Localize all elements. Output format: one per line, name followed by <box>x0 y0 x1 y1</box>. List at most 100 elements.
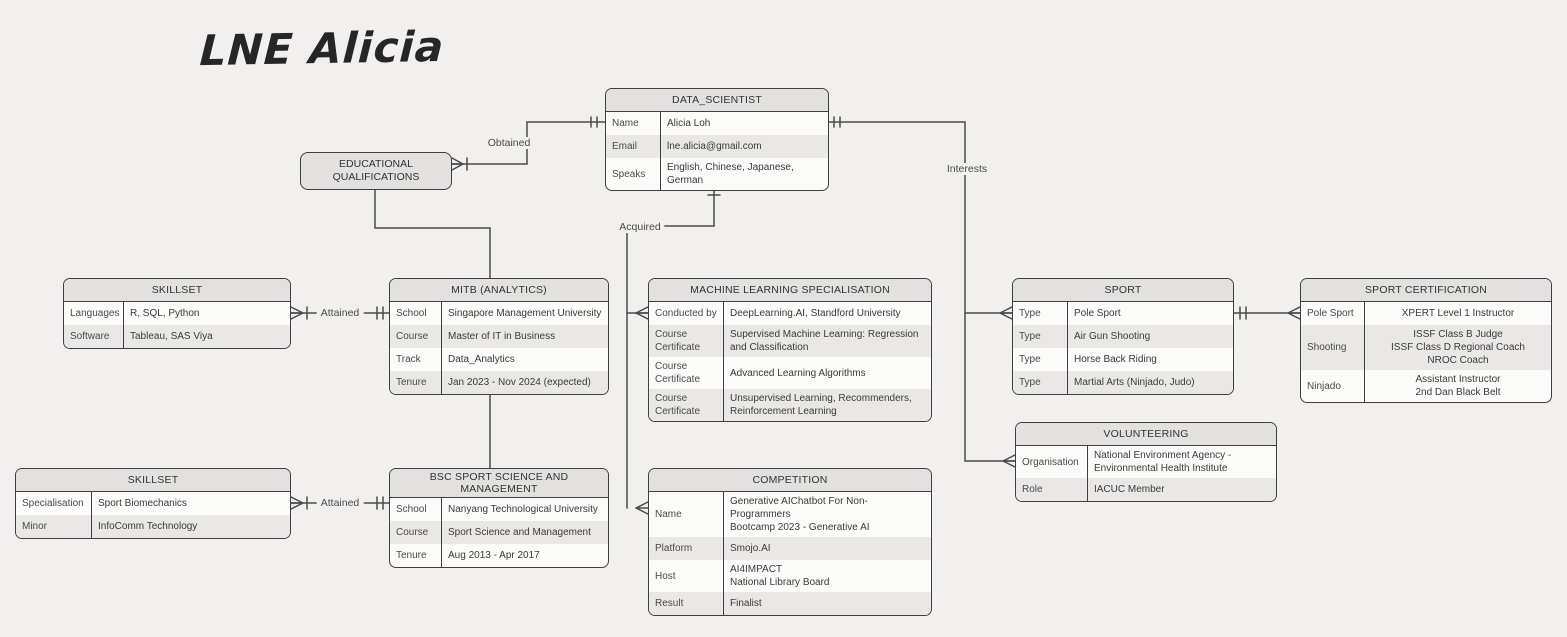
entity-skillset-bsc[interactable]: SKILLSET Specialisation Sport Biomechani… <box>15 468 291 539</box>
entity-volunteering[interactable]: VOLUNTEERING Organisation National Envir… <box>1015 422 1277 502</box>
field-name: Track <box>390 348 442 371</box>
field-name: Pole Sport <box>1301 302 1365 325</box>
table-row: Specialisation Sport Biomechanics <box>16 492 290 515</box>
entity-skillset-mitb[interactable]: SKILLSET Languages R, SQL, Python Softwa… <box>63 278 291 349</box>
field-value: Pole Sport <box>1074 308 1121 319</box>
table-row: Name Alicia Loh <box>606 112 828 135</box>
table-row: Shooting ISSF Class B Judge ISSF Class D… <box>1301 325 1551 370</box>
field-value: Finalist <box>730 598 762 609</box>
table-row: Pole Sport XPERT Level 1 Instructor <box>1301 302 1551 325</box>
entity-ml-specialisation[interactable]: MACHINE LEARNING SPECIALISATION Conducte… <box>648 278 932 422</box>
table-row: Course Certificate Supervised Machine Le… <box>649 325 931 357</box>
field-name: Course Certificate <box>649 389 724 421</box>
field-name: Host <box>649 560 724 592</box>
field-name: Ninjado <box>1301 370 1365 402</box>
table-row: Result Finalist <box>649 592 931 615</box>
table-row: Speaks English, Chinese, Japanese, Germa… <box>606 158 828 190</box>
relationship-label-interests: Interests <box>942 163 992 175</box>
entity-sport[interactable]: SPORT Type Pole Sport Type Air Gun Shoot… <box>1012 278 1234 395</box>
field-value: ISSF Class B Judge ISSF Class D Regional… <box>1391 329 1525 366</box>
diagram-title[interactable]: LNE Alicia <box>198 21 446 76</box>
field-name: Speaks <box>606 158 661 190</box>
relationship-label-acquired: Acquired <box>615 221 665 233</box>
entity-title: SKILLSET <box>16 469 290 492</box>
field-name: Type <box>1013 371 1068 394</box>
entity-mitb[interactable]: MITB (ANALYTICS) School Singapore Manage… <box>389 278 609 395</box>
entity-title: DATA_SCIENTIST <box>606 89 828 112</box>
field-name: Course <box>390 521 442 544</box>
field-name: Name <box>649 492 724 537</box>
field-value: Nanyang Technological University <box>448 504 598 515</box>
table-row: Conducted by DeepLearning.AI, Standford … <box>649 302 931 325</box>
field-value: lne.alicia@gmail.com <box>667 141 762 152</box>
field-name: Role <box>1016 478 1088 501</box>
field-name: Minor <box>16 515 92 538</box>
field-name: Shooting <box>1301 325 1365 370</box>
table-row: Tenure Jan 2023 - Nov 2024 (expected) <box>390 371 608 394</box>
field-value: Master of IT in Business <box>448 331 556 342</box>
field-name: School <box>390 498 442 521</box>
field-value: Unsupervised Learning, Recommenders, Rei… <box>730 393 912 417</box>
crowsfoot-icon <box>999 306 1013 320</box>
field-name: Type <box>1013 302 1068 325</box>
crowsfoot-icon <box>290 496 308 510</box>
connector-acquired <box>626 179 715 509</box>
field-name: Platform <box>649 537 724 560</box>
field-value: Martial Arts (Ninjado, Judo) <box>1074 377 1195 388</box>
crowsfoot-icon <box>290 306 308 320</box>
entity-bsc[interactable]: BSC SPORT SCIENCE AND MANAGEMENT School … <box>389 468 609 568</box>
table-row: School Nanyang Technological University <box>390 498 608 521</box>
table-row: Track Data_Analytics <box>390 348 608 371</box>
field-value: R, SQL, Python <box>130 308 200 319</box>
field-name: Course <box>390 325 442 348</box>
crowsfoot-icon <box>635 501 649 515</box>
table-row: Minor InfoComm Technology <box>16 515 290 538</box>
table-row: Course Certificate Advanced Learning Alg… <box>649 357 931 389</box>
field-value: Singapore Management University <box>448 308 602 319</box>
field-name: Organisation <box>1016 446 1088 478</box>
table-row: Course Master of IT in Business <box>390 325 608 348</box>
field-value: Smojo.AI <box>730 543 771 554</box>
one-one-bars-icon <box>833 116 841 128</box>
table-row: Type Air Gun Shooting <box>1013 325 1233 348</box>
crowsfoot-icon <box>451 157 468 171</box>
table-row: Type Pole Sport <box>1013 302 1233 325</box>
field-value: Sport Biomechanics <box>98 498 187 509</box>
field-name: Tenure <box>390 371 442 394</box>
field-name: Course Certificate <box>649 325 724 357</box>
field-name: Type <box>1013 325 1068 348</box>
crowsfoot-icon <box>635 306 649 320</box>
field-name: Course Certificate <box>649 357 724 389</box>
entity-sport-certification[interactable]: SPORT CERTIFICATION Pole Sport XPERT Lev… <box>1300 278 1552 403</box>
field-name: Result <box>649 592 724 615</box>
field-name: Conducted by <box>649 302 724 325</box>
field-value: IACUC Member <box>1094 484 1165 495</box>
entity-title: SKILLSET <box>64 279 290 302</box>
table-row: Role IACUC Member <box>1016 478 1276 501</box>
table-row: Course Certificate Unsupervised Learning… <box>649 389 931 421</box>
entity-data-scientist[interactable]: DATA_SCIENTIST Name Alicia Loh Email lne… <box>605 88 829 191</box>
field-name: Specialisation <box>16 492 92 515</box>
one-one-bars-icon <box>376 306 384 320</box>
field-value: Data_Analytics <box>448 354 515 365</box>
table-row: Organisation National Environment Agency… <box>1016 446 1276 478</box>
table-row: Course Sport Science and Management <box>390 521 608 544</box>
entity-title: SPORT <box>1013 279 1233 302</box>
field-name: Tenure <box>390 544 442 567</box>
table-row: Software Tableau, SAS Viya <box>64 325 290 348</box>
field-name: Software <box>64 325 124 348</box>
entity-competition[interactable]: COMPETITION Name Generative AIChatbot Fo… <box>648 468 932 616</box>
entity-title: MITB (ANALYTICS) <box>390 279 608 302</box>
entity-educational-qualifications[interactable]: EDUCATIONAL QUALIFICATIONS <box>300 152 452 190</box>
field-name: School <box>390 302 442 325</box>
table-row: School Singapore Management University <box>390 302 608 325</box>
field-value: DeepLearning.AI, Standford University <box>730 308 901 319</box>
entity-title: BSC SPORT SCIENCE AND MANAGEMENT <box>390 469 608 498</box>
field-name: Email <box>606 135 661 158</box>
crowsfoot-icon <box>1287 306 1301 320</box>
field-value: Generative AIChatbot For Non-Programmers… <box>730 496 870 533</box>
field-value: English, Chinese, Japanese, German <box>667 162 794 186</box>
field-value: Assistant Instructor 2nd Dan Black Belt <box>1415 374 1501 398</box>
entity-title: MACHINE LEARNING SPECIALISATION <box>649 279 931 302</box>
field-value: Alicia Loh <box>667 118 711 129</box>
